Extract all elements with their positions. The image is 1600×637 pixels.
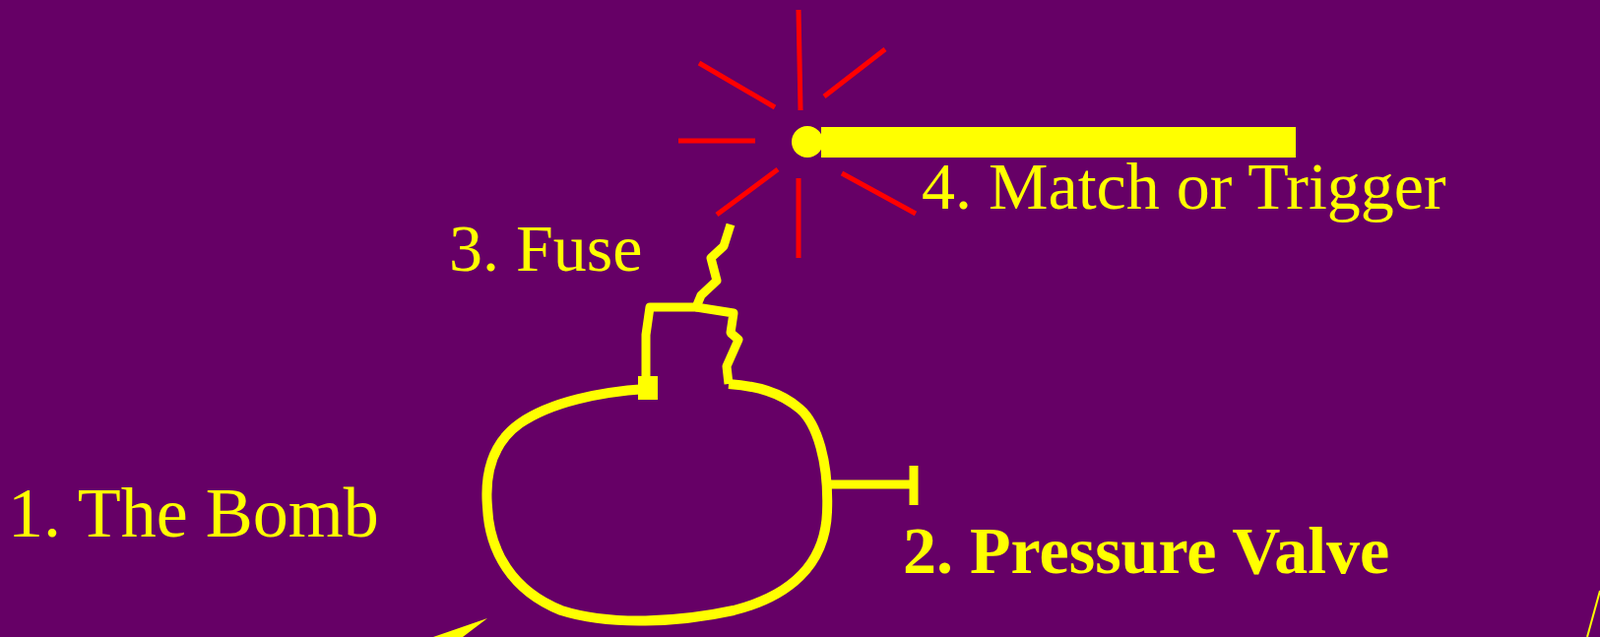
edge-mark (1587, 590, 1600, 637)
valve-cap (909, 465, 919, 506)
valve-stem (830, 480, 914, 490)
bomb-outline (486, 384, 828, 622)
match-head (791, 126, 824, 158)
arrow-head (433, 618, 488, 637)
fuse-line (645, 224, 739, 389)
part-label: 4. Match or Trigger (921, 152, 1447, 220)
part-label: 2. Pressure Valve (902, 516, 1390, 584)
part-label: 1. The Bomb (7, 477, 380, 549)
part-label: 3. Fuse (448, 214, 642, 282)
